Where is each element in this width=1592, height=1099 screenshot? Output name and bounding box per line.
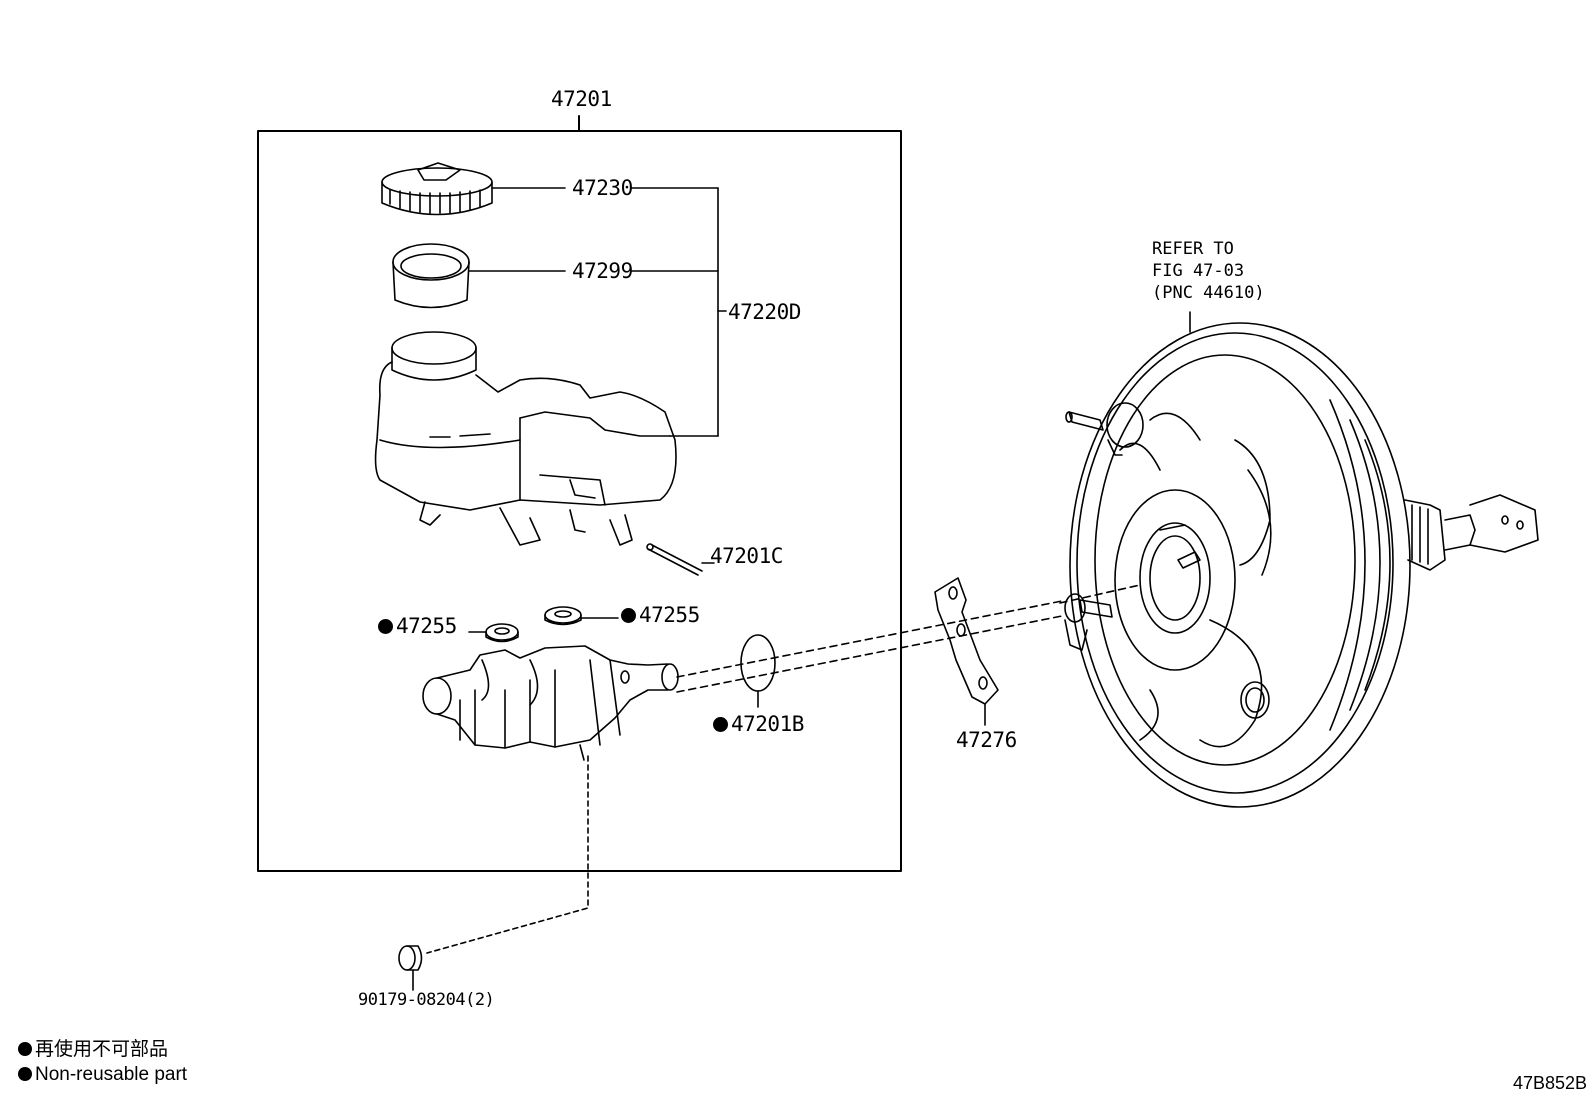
axis-line-upper — [676, 600, 1063, 678]
plug-drawing — [398, 945, 423, 971]
strainer-drawing — [392, 243, 470, 309]
label-47201B[interactable]: 47201B — [713, 714, 804, 735]
refer-line-1: REFER TO — [1152, 239, 1234, 259]
axis-line-mount — [1059, 584, 1141, 604]
non-reusable-bullet — [713, 717, 728, 732]
reservoir-drawing — [374, 331, 677, 546]
legend-bullet — [18, 1042, 32, 1056]
oring-drawing — [740, 634, 776, 692]
non-reusable-bullet — [378, 619, 393, 634]
reservoir-cap-drawing — [381, 162, 493, 216]
label-47299[interactable]: 47299 — [572, 259, 633, 283]
label-47220D[interactable]: 47220D — [728, 300, 801, 324]
refer-line-2: FIG 47-03 — [1152, 261, 1245, 281]
refer-line-3: (PNC 44610) — [1152, 283, 1265, 303]
label-47201C[interactable]: 47201C — [710, 544, 783, 568]
label-47255-left[interactable]: 47255 — [378, 616, 457, 637]
axis-line-lower — [676, 615, 1063, 693]
label-47230[interactable]: 47230 — [572, 176, 633, 200]
grommet-left-drawing — [485, 623, 519, 643]
grommet-right-drawing — [544, 606, 582, 626]
legend-japanese: 再使用不可部品 — [18, 1040, 168, 1059]
figure-code: 47B852B — [1513, 1073, 1588, 1093]
brake-booster-drawing — [1064, 322, 1539, 808]
label-47255-right[interactable]: 47255 — [621, 605, 700, 626]
assembly-frame — [257, 130, 902, 872]
axis-line-plug — [426, 755, 589, 954]
legend-english: Non-reusable part — [18, 1065, 187, 1084]
label-90179-08204[interactable]: 90179-08204(2) — [358, 990, 495, 1010]
label-47276[interactable]: 47276 — [956, 728, 1017, 752]
master-cylinder-drawing — [422, 645, 679, 761]
legend-bullet — [18, 1067, 32, 1081]
gasket-drawing — [934, 577, 999, 705]
label-47201[interactable]: 47201 — [551, 87, 612, 111]
pin-drawing — [646, 543, 703, 576]
non-reusable-bullet — [621, 608, 636, 623]
